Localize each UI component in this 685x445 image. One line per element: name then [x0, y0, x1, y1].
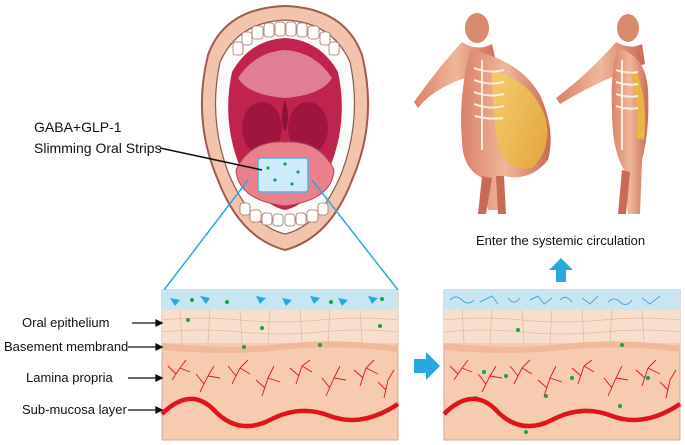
strip-label-line1: GABA+GLP-1: [34, 119, 122, 135]
body-before-icon: [414, 13, 551, 214]
tissue-panel-right: [442, 289, 682, 441]
layer-label-basement: Basement membrand: [4, 339, 129, 354]
zoom-lines: [163, 179, 399, 291]
strip-label-line2: Slimming Oral Strips: [34, 140, 162, 156]
tissue-panel-left: [160, 289, 400, 441]
layer-label-lamina: Lamina propria: [26, 370, 113, 385]
arrow-right-icon: [414, 352, 440, 380]
body-after-icon: [556, 14, 649, 214]
strip-pointer-line: [159, 147, 263, 171]
layer-label-submucosa: Sub-mucosa layer: [22, 402, 127, 417]
oral-strip-icon: [257, 157, 309, 193]
mouth-illustration: [200, 4, 370, 252]
arrow-up-icon: [549, 258, 573, 282]
circulation-label: Enter the systemic circulation: [476, 233, 646, 248]
layer-label-epithelium: Oral epithelium: [22, 315, 110, 330]
layer-pointer-arrows: [128, 318, 164, 415]
